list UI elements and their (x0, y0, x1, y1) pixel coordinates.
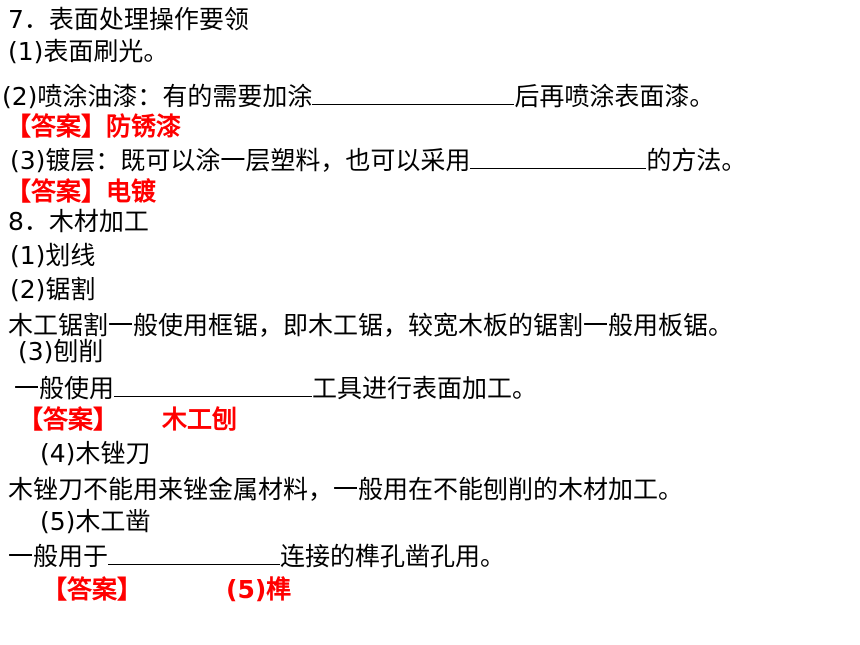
fill-blank-1 (312, 80, 515, 105)
section-8-item-4-desc: 木锉刀不能用来锉金属材料，一般用在不能刨削的木材加工。 (8, 475, 684, 504)
section-8-item-2-desc: 木工锯割一般使用框锯，即木工锯，较宽木板的锯割一般用板锯。 (8, 311, 734, 340)
answer-1: 【答案】防锈漆 (6, 112, 182, 141)
section-8-item-5: (5)木工凿 (40, 507, 151, 536)
section-8-item-2: (2)锯割 (10, 275, 96, 304)
answer-3: 【答案】木工刨 (18, 405, 238, 434)
section-7-item-2: (2)喷涂油漆：有的需要加涂后再喷涂表面漆。 (2, 80, 715, 111)
section-8-title: 8．木材加工 (8, 207, 149, 236)
fill-blank-3 (114, 372, 313, 397)
answer-5: 【答案】(5)榫 (42, 575, 292, 604)
section-8-item-5-desc: 一般用于连接的榫孔凿孔用。 (8, 540, 506, 571)
section-8-item-3-desc: 一般使用工具进行表面加工。 (14, 372, 538, 403)
section-7-title: 7．表面处理操作要领 (8, 5, 249, 34)
fill-blank-2 (470, 144, 647, 169)
fill-blank-4 (108, 540, 281, 565)
section-8-item-4: (4)木锉刀 (40, 439, 151, 468)
section-7-item-1: (1)表面刷光。 (8, 37, 169, 66)
section-8-item-1: (1)划线 (10, 241, 96, 270)
answer-2: 【答案】电镀 (6, 177, 157, 206)
section-7-item-3: (3)镀层：既可以涂一层塑料，也可以采用的方法。 (10, 144, 747, 175)
section-8-item-3: (3)刨削 (18, 337, 104, 366)
